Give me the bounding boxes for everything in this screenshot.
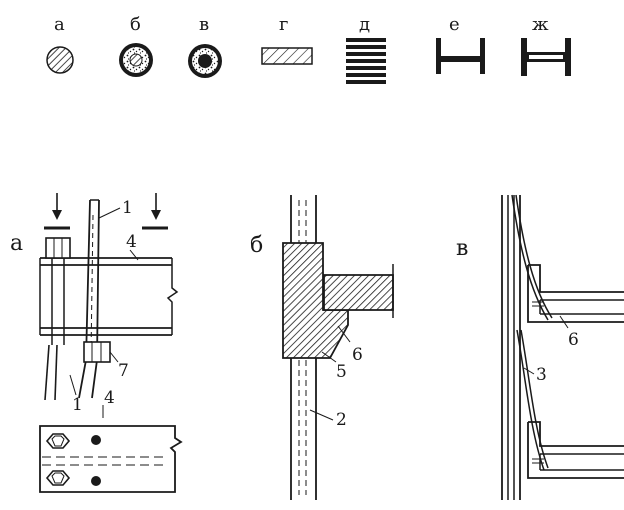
section-arrow-left <box>44 193 70 230</box>
callout-6-b: 6 <box>352 345 363 365</box>
beam-plan-view <box>39 425 183 493</box>
legend-letter-b: б <box>130 14 141 35</box>
panel-a-label: а <box>10 231 23 256</box>
wall <box>501 195 521 500</box>
legend-sheathed-cable-symbol <box>119 43 153 77</box>
callout-2: 2 <box>336 410 347 430</box>
nut-element-7 <box>83 341 111 363</box>
callout-1-bottom: 1 <box>72 395 83 415</box>
legend-letter-e: е <box>449 14 460 35</box>
panel-a: а <box>10 193 183 493</box>
legend-letter-a: а <box>54 14 65 35</box>
legend-row: а б в г д е ж <box>46 14 571 84</box>
callout-5: 5 <box>336 362 347 382</box>
bracket-upper <box>527 264 624 323</box>
beam-top-view <box>39 257 179 336</box>
legend-letter-d: д <box>359 14 370 35</box>
callout-4-bottom: 4 <box>104 388 115 408</box>
panel-v: в <box>456 194 624 500</box>
rod-hole-upper <box>91 435 101 445</box>
hex-nut-lower <box>45 470 71 486</box>
legend-i-beam-symbol <box>436 38 485 74</box>
legend-laminated-stack-symbol <box>346 38 386 84</box>
cable <box>511 194 553 471</box>
supported-beam <box>323 274 394 311</box>
legend-armored-cable-symbol <box>188 44 222 78</box>
panel-v-label: в <box>456 236 468 261</box>
section-arrow-right <box>142 193 168 230</box>
legend-round-bar-symbol <box>46 46 74 74</box>
callout-6-v: 6 <box>568 330 579 350</box>
legend-channel-pair-symbol <box>521 38 571 76</box>
bracket-lower <box>527 421 624 479</box>
callout-7: 7 <box>118 361 129 381</box>
callout-3: 3 <box>536 365 547 385</box>
panel-b-label: б <box>250 233 263 258</box>
callout-4-top: 4 <box>126 232 137 252</box>
bolt-vertical <box>44 237 71 401</box>
legend-strip-symbol <box>261 47 313 65</box>
legend-letter-g: г <box>279 14 288 35</box>
hex-nut-upper <box>45 433 71 449</box>
rod-hole-lower <box>91 476 101 486</box>
legend-letter-v: в <box>199 14 209 35</box>
threaded-rod <box>78 199 100 399</box>
panel-b: б 6 5 2 <box>250 195 394 500</box>
wooden-cleat <box>282 242 349 359</box>
legend-letter-zh: ж <box>532 14 549 35</box>
callout-1-top: 1 <box>122 198 133 218</box>
